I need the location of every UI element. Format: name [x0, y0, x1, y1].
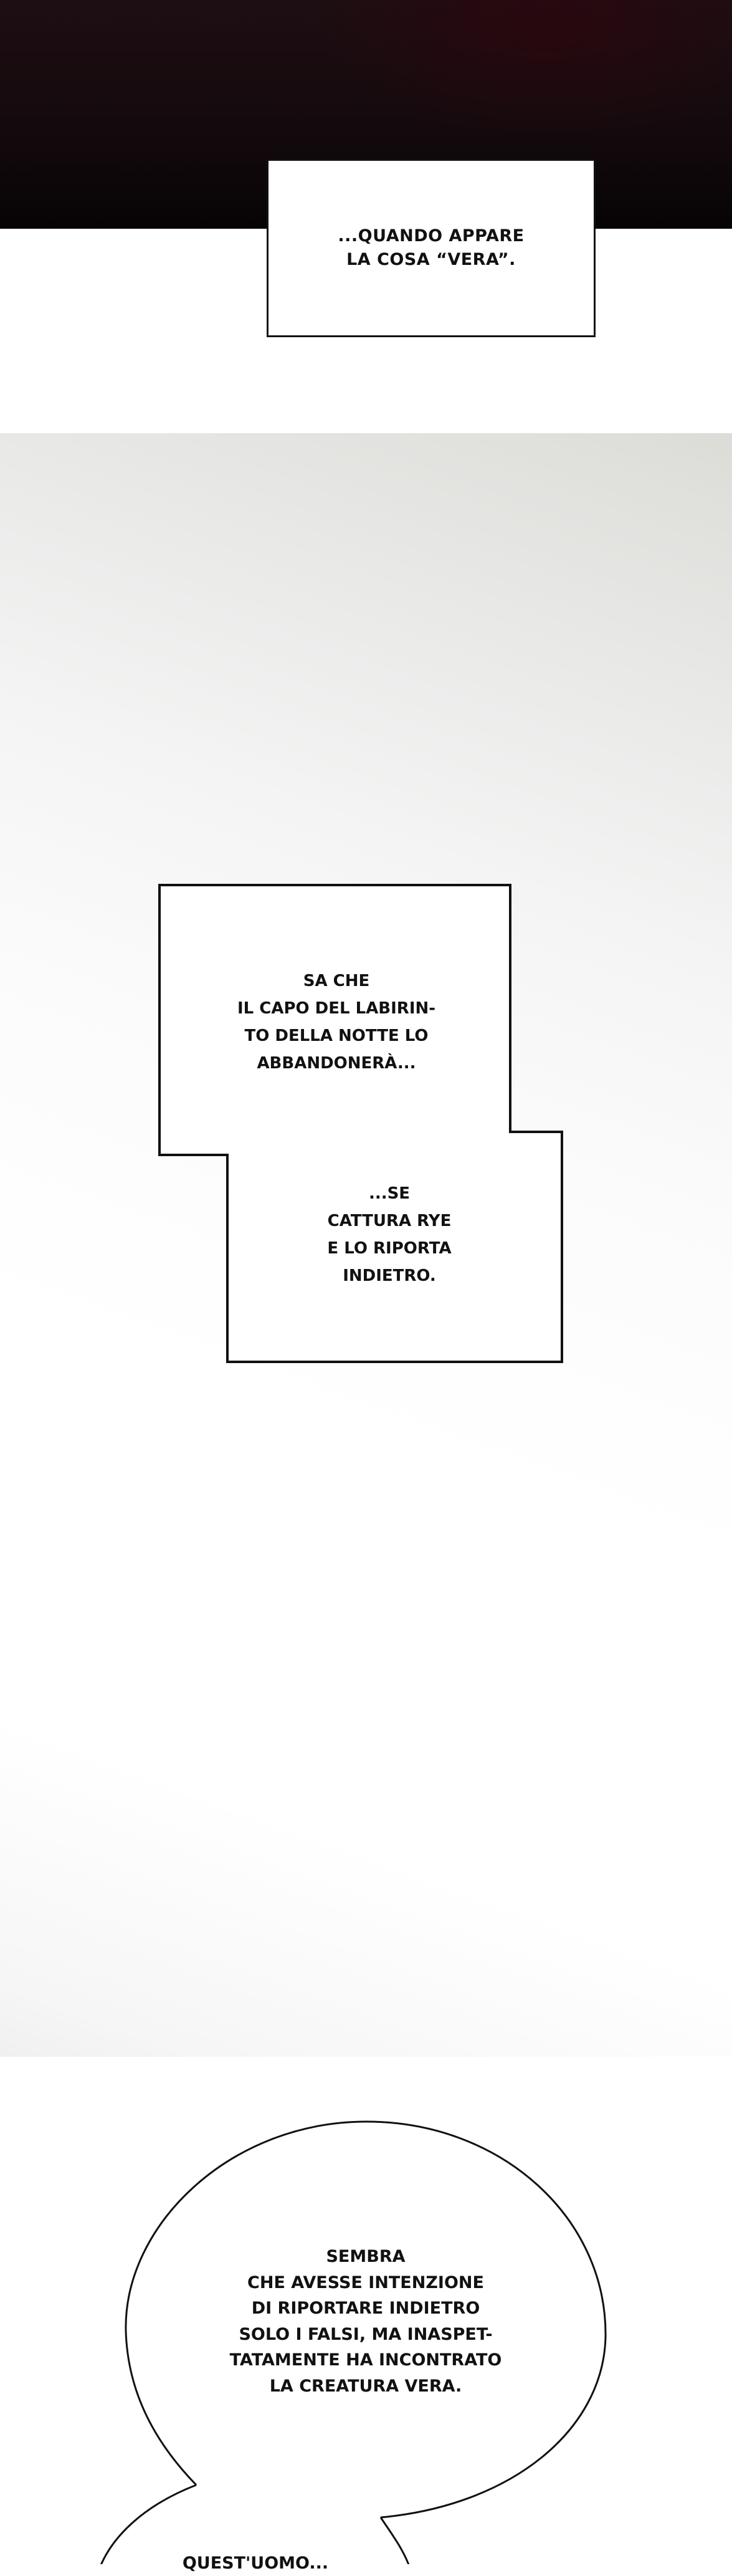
bubble-2-outline-right [379, 2517, 410, 2564]
speech-bubble-2-text: QUEST'UOMO... [162, 2551, 349, 2576]
caption-1-text: ...QUANDO APPARE LA COSA “VERA”. [338, 224, 524, 272]
bubble-1-line: CHE AVESSE INTENZIONE [247, 2272, 484, 2292]
bubble-1-line: TATAMENTE HA INCONTRATO [229, 2350, 502, 2370]
caption-2-line: IL CAPO DEL LABIRIN- [237, 999, 436, 1018]
caption-2-text-bottom: ...SE CATTURA RYE E LO RIPORTA INDIETRO. [287, 1180, 492, 1290]
bubble-1-outline [125, 2120, 607, 2519]
caption-2-text-top: SA CHE IL CAPO DEL LABIRIN- TO DELLA NOT… [206, 967, 467, 1077]
bubble-1-line: SOLO I FALSI, MA INASPET- [239, 2324, 493, 2344]
speech-bubbles [100, 2120, 607, 2564]
bubble-1-line: DI RIPORTARE INDIETRO [251, 2299, 480, 2318]
bubble-2-outline-left [100, 2484, 197, 2564]
speech-bubble-1-text: SEMBRA CHE AVESSE INTENZIONE DI RIPORTAR… [185, 2244, 546, 2399]
bubble-2-line: QUEST'UOMO... [182, 2554, 329, 2573]
caption-box-1: ...QUANDO APPARE LA COSA “VERA”. [267, 159, 596, 337]
bubble-1-line: SEMBRA [326, 2247, 406, 2266]
caption-2-line: E LO RIPORTA [327, 1239, 452, 1258]
caption-2-line: ABBANDONERÀ... [257, 1054, 416, 1073]
caption-2-line: TO DELLA NOTTE LO [244, 1027, 429, 1045]
caption-2-line: INDIETRO. [343, 1266, 436, 1285]
caption-2-line: SA CHE [303, 972, 370, 990]
caption-2-line: CATTURA RYE [327, 1212, 452, 1230]
caption-box-2 [158, 884, 563, 1363]
bubble-1-line: LA CREATURA VERA. [269, 2376, 462, 2396]
caption-1-line: LA COSA “VERA”. [346, 250, 516, 269]
caption-2-line: ...SE [368, 1184, 411, 1203]
caption-1-line: ...QUANDO APPARE [338, 226, 525, 246]
